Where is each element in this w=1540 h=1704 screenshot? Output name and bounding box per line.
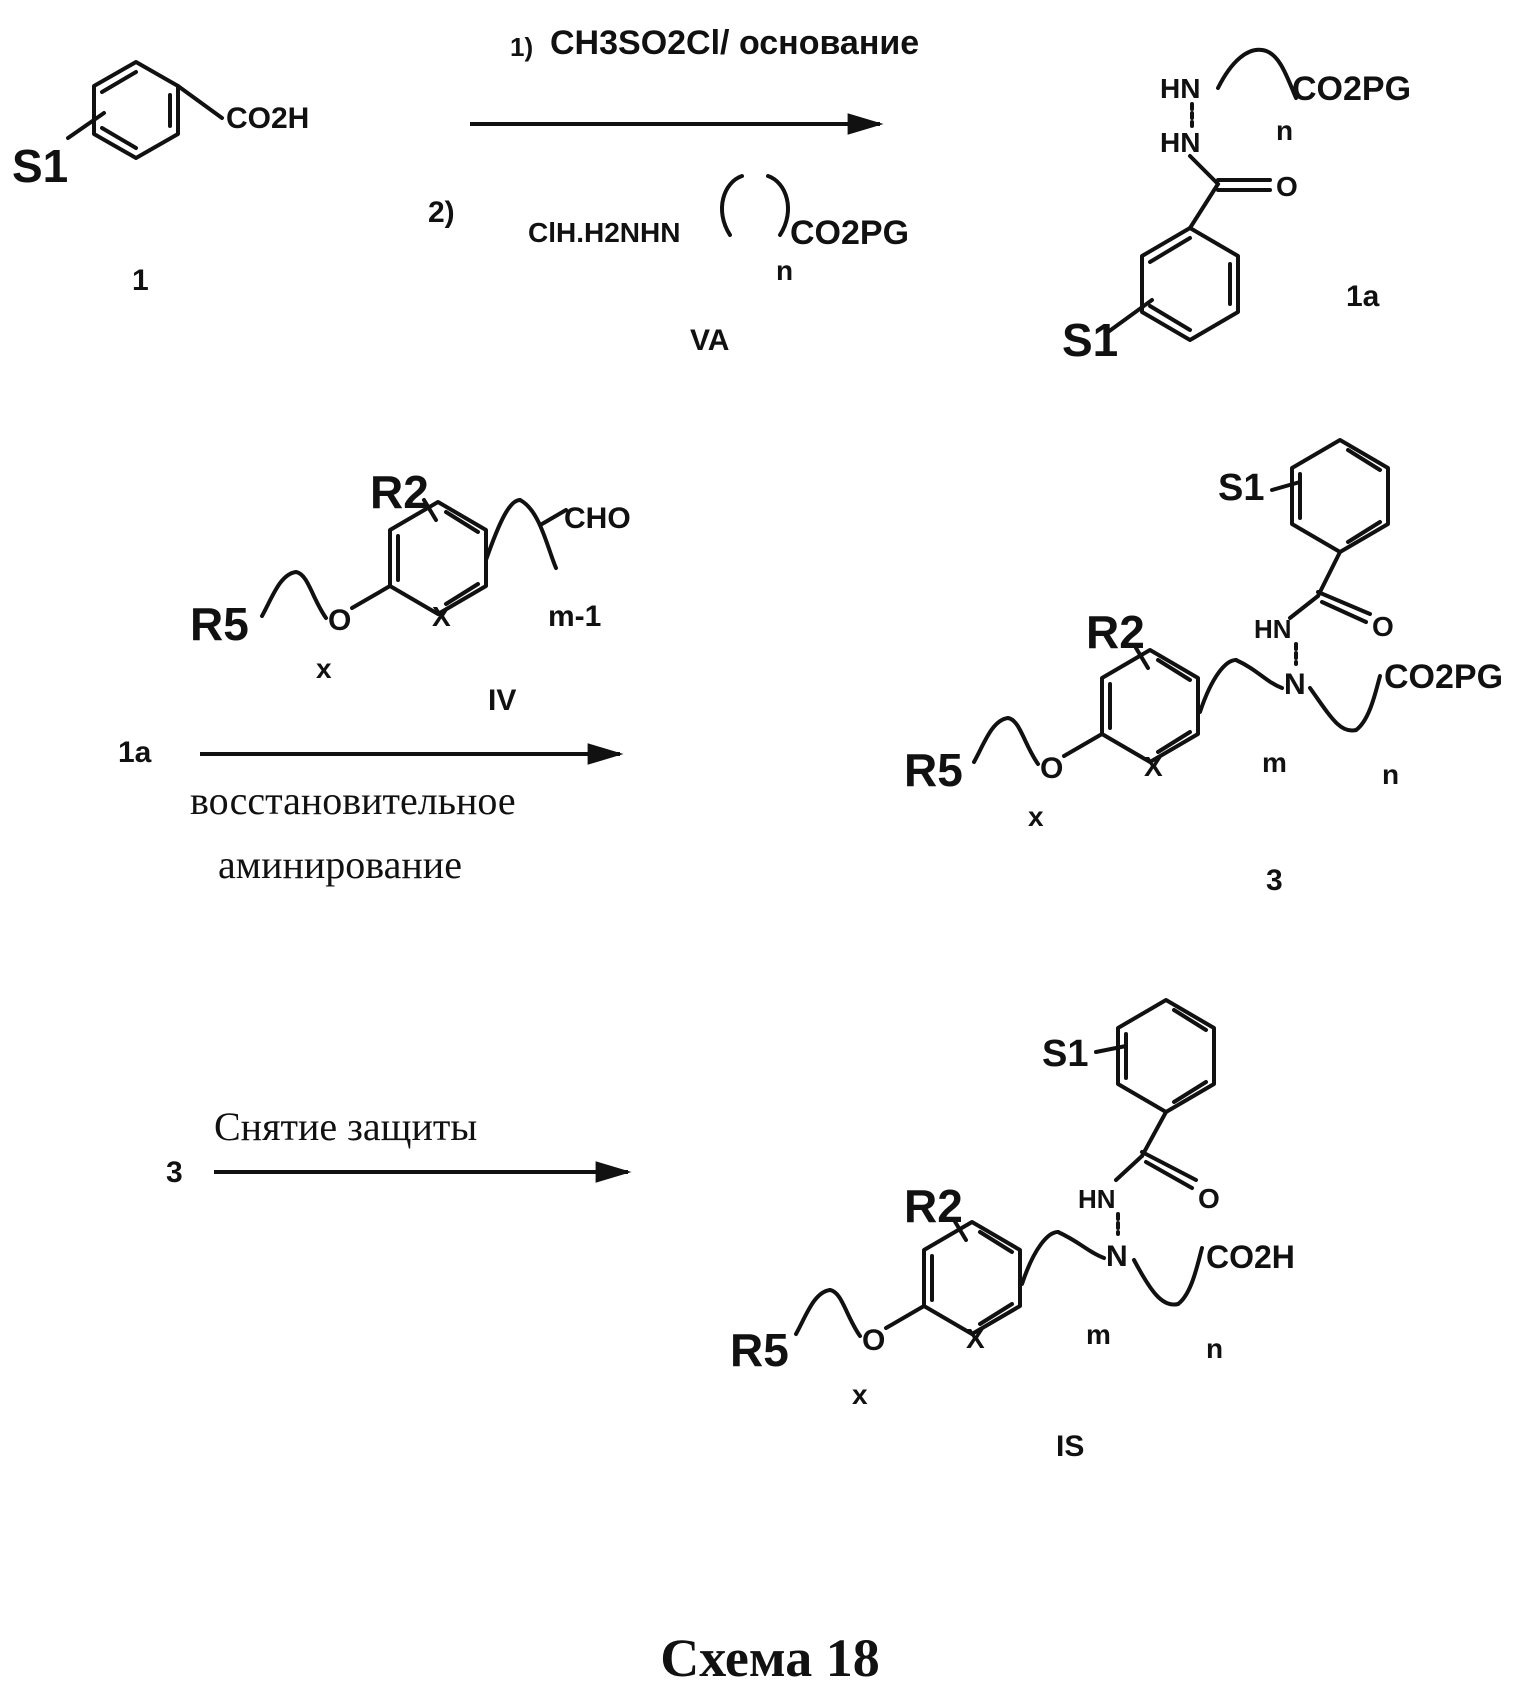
condition-1-text: CH3SO2Cl/ основание [550,24,919,62]
r5-substituent: R5 [730,1324,789,1376]
benzene-ring-top [1118,1000,1214,1112]
carboxyl-group: CO2H [1206,1239,1295,1275]
ether-oxygen: O [1040,752,1063,785]
compound-label-va: VA [690,324,729,357]
hn-group: HN [1254,614,1292,644]
s1-substituent: S1 [1042,1033,1088,1075]
benzene-ring [94,62,178,158]
compound-3: S1 O HN N CO2PG n m R2 X O R5 x 3 [904,440,1503,897]
r5-substituent: R5 [190,598,249,650]
s1-substituent: S1 [12,140,68,192]
aldehyde-group: CHO [564,502,631,535]
r5-substituent: R5 [904,744,963,796]
compound-iv: R2 X CHO m-1 O R5 x IV [190,466,631,717]
scheme-title: Схема 18 [660,1628,880,1688]
step-1: 1) CH3SO2Cl/ основание 2) ClH.H2NHN CO2P… [428,24,919,357]
aromatic-ring [1102,650,1198,762]
compound-label-iv: IV [488,684,516,717]
benzene-ring [1142,228,1238,340]
index-x: x [852,1379,868,1410]
compound-1: CO2H S1 1 [12,62,309,297]
aromatic-ring [390,502,486,614]
reagent-va: ClH.H2NHN CO2PG n VA [528,176,909,357]
index-m-minus-1: m-1 [548,600,601,633]
index-n: n [776,255,793,286]
carboxyl-group: CO2H [226,102,309,135]
hn-top: HN [1160,73,1200,104]
step-2: 1a восстановительное аминирование [118,736,620,887]
condition-text: Снятие защиты [214,1104,477,1149]
x-atom: X [432,601,451,632]
compound-label-1a: 1a [1346,280,1380,313]
index-m: m [1086,1319,1111,1350]
ester-group: CO2PG [1292,70,1411,108]
condition-line-1: восстановительное [190,778,516,823]
condition-line-2: аминирование [218,842,462,887]
step-3-start: 3 [166,1156,183,1189]
r2-substituent: R2 [904,1180,963,1232]
compound-1a: HN HN CO2PG n O S1 1a [1062,50,1411,366]
index-n: n [1206,1333,1223,1364]
index-n: n [1382,759,1399,790]
n-atom: N [1284,668,1306,701]
s1-substituent: S1 [1062,314,1118,366]
ether-oxygen: O [328,604,351,637]
x-atom: X [966,1323,985,1354]
ester-group: CO2PG [1384,658,1503,696]
compound-is: S1 O HN N CO2H n m R2 X O R5 x IS [730,1000,1295,1463]
s1-substituent: S1 [1218,467,1264,509]
aromatic-ring [924,1222,1020,1334]
hn-bottom: HN [1160,127,1200,158]
index-x: x [316,653,332,684]
ester-group: CO2PG [790,214,909,252]
x-atom: X [1144,751,1163,782]
index-x: x [1028,801,1044,832]
carbonyl-oxygen: O [1198,1183,1220,1214]
compound-label-3: 3 [1266,864,1283,897]
step-2-start: 1a [118,736,152,769]
reagent-hydrazine: ClH.H2NHN [528,217,680,248]
index-n: n [1276,115,1293,146]
compound-label-is: IS [1056,1430,1084,1463]
condition-1-number: 1) [510,32,533,62]
n-atom: N [1106,1240,1128,1273]
carbonyl-oxygen: O [1372,611,1394,642]
compound-label-1: 1 [132,264,149,297]
carbonyl-oxygen: O [1276,171,1298,202]
step-3: 3 Снятие защиты [166,1104,628,1189]
ether-oxygen: O [862,1324,885,1357]
hn-group: HN [1078,1184,1116,1214]
index-m: m [1262,747,1287,778]
condition-2-number: 2) [428,196,455,229]
benzene-ring-top [1292,440,1388,552]
